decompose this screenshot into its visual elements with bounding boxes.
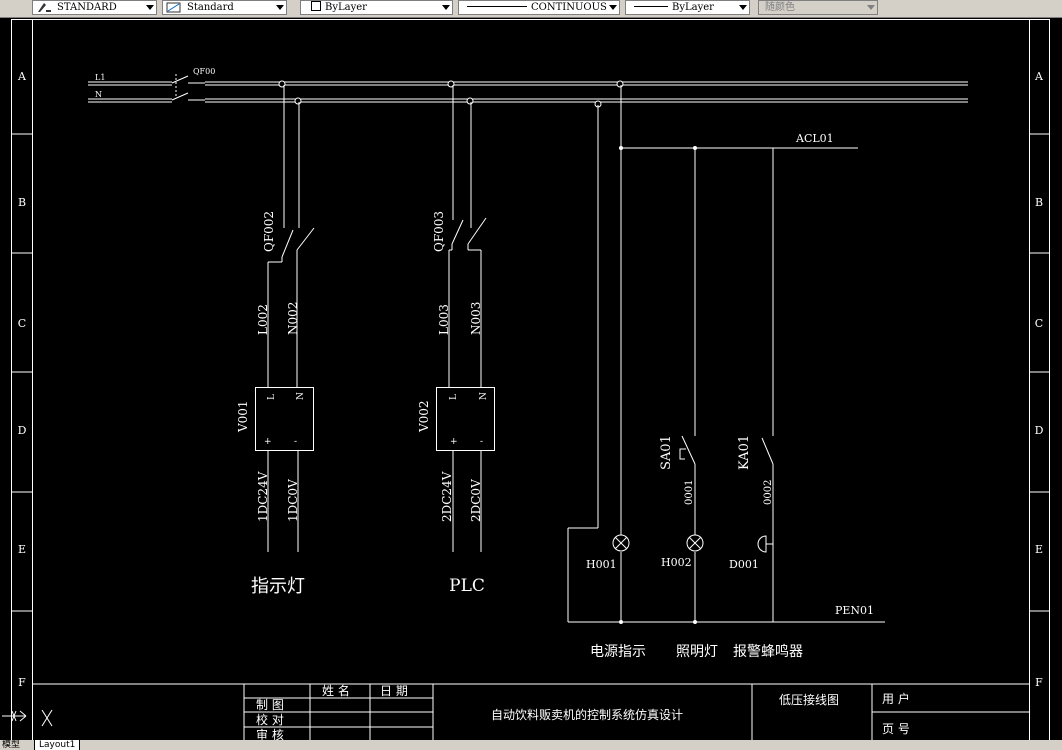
dim-style-value: Standard (187, 2, 234, 13)
tab-model[interactable]: 模型 (2, 740, 21, 750)
tb-checked: 校 对 (256, 712, 284, 727)
layer-dropdown[interactable]: ByLayer (300, 0, 453, 15)
chevron-down-icon (146, 5, 154, 10)
lineweight-sample (634, 6, 668, 7)
linetype-value: CONTINUOUS (531, 2, 607, 13)
drawing-frame (11, 19, 1050, 740)
lamp2-label: H002 (661, 556, 692, 569)
row-label-b-left: B (18, 196, 26, 209)
row-label-d-right: D (1035, 424, 1044, 437)
main-bus (88, 74, 968, 103)
layout-tabs: 模型 Layout1 (0, 740, 1062, 750)
layer-value: ByLayer (325, 2, 367, 13)
branch1-unit-label: V001 (236, 400, 250, 433)
branch2-unit-label: V002 (417, 400, 431, 433)
text-style-dropdown[interactable]: STANDARD (32, 0, 157, 15)
buzzer-label: D001 (729, 558, 759, 571)
branch2-l-label: L003 (437, 304, 451, 335)
chevron-down-icon (276, 5, 284, 10)
branch1-title: 指示灯 (251, 576, 305, 597)
chevron-down-icon (609, 5, 617, 10)
tb-project-title: 自动饮料贩卖机的控制系统仿真设计 (491, 707, 683, 722)
branch2-title: PLC (449, 576, 485, 596)
row-label-c-left: C (18, 317, 26, 330)
tb-name-header: 姓 名 (322, 683, 350, 698)
lineweight-dropdown[interactable]: ByLayer (625, 0, 750, 15)
switch2-label: KA01 (737, 435, 752, 470)
control-title-power: 电源指示 (590, 644, 646, 660)
branch2-wiring (436, 85, 495, 552)
branch1-out-pos: 1DC24V (256, 471, 270, 522)
switch1-label: SA01 (659, 435, 674, 470)
control-title-light: 照明灯 (676, 644, 718, 660)
tab-layout1[interactable]: Layout1 (34, 740, 81, 750)
branch1-unit-plus: + (264, 437, 272, 447)
row-label-f-left: F (18, 676, 26, 689)
branch2-unit-l: L (449, 394, 459, 400)
ucs-icon (2, 709, 53, 727)
branch2-n-label: N003 (469, 302, 483, 335)
lineweight-value: ByLayer (672, 2, 714, 13)
tb-reviewed: 审 核 (256, 727, 284, 740)
branch1-unit-minus: - (294, 437, 297, 447)
row-label-d-left: D (18, 424, 27, 437)
row-label-e-left: E (18, 543, 26, 556)
color-swatch-icon (311, 1, 321, 11)
branch2-unit-minus: - (480, 437, 483, 447)
tb-drawn: 制 图 (256, 698, 284, 712)
dim-style-dropdown[interactable]: Standard (162, 0, 287, 15)
branch2-out-pos: 2DC24V (440, 471, 454, 522)
branch2-out-neg: 2DC0V (469, 479, 483, 522)
row-label-b-right: B (1035, 196, 1043, 209)
row-label-a-left: A (17, 70, 27, 83)
tb-page: 页 号 (882, 722, 910, 736)
branch1-unit-n: N (296, 392, 306, 400)
row-label-f-right: F (1035, 676, 1043, 689)
tb-user: 用 户 (882, 691, 910, 706)
branch2-unit-n: N (479, 392, 489, 400)
control-wiring (567, 85, 885, 623)
color-value: 随颜色 (765, 2, 795, 13)
wire1-label: 0001 (684, 480, 695, 505)
row-label-a-right: A (1034, 70, 1044, 83)
control-dots (619, 146, 697, 624)
branch1-l-label: L002 (256, 304, 270, 335)
chevron-down-icon (867, 5, 875, 10)
bus-l1-label: L1 (95, 73, 105, 82)
acl-label: ACL01 (795, 132, 834, 145)
branch1-unit-l: L (267, 394, 277, 400)
pen-label: PEN01 (835, 604, 874, 617)
text-style-icon (38, 3, 51, 12)
tb-date-header: 日 期 (380, 684, 408, 698)
branch1-n-label: N002 (286, 302, 300, 335)
branch1-breaker-label: QF002 (262, 211, 276, 252)
branch2-unit-plus: + (450, 437, 458, 447)
control-title-buzzer: 报警蜂鸣器 (733, 643, 803, 660)
properties-toolbar: STANDARD Standard ByLayer CONTINUOUS ByL… (0, 0, 1062, 18)
chevron-down-icon (739, 5, 747, 10)
lamp1-label: H001 (586, 558, 617, 571)
chevron-down-icon (442, 5, 450, 10)
main-breaker-label: QF00 (193, 67, 215, 76)
branch2-breaker-label: QF003 (432, 211, 446, 252)
title-block (32, 683, 1030, 740)
linetype-dropdown[interactable]: CONTINUOUS (458, 0, 620, 15)
dim-style-icon (166, 2, 181, 13)
wire2-label: 0002 (763, 480, 774, 505)
branch1-out-neg: 1DC0V (286, 479, 300, 522)
color-dropdown[interactable]: 随颜色 (758, 0, 878, 15)
tb-drawing-title: 低压接线图 (779, 692, 839, 707)
branch1-wiring (255, 85, 315, 552)
linetype-sample (467, 6, 527, 7)
bus-n-label: N (95, 90, 102, 99)
row-label-e-right: E (1035, 543, 1043, 556)
text-style-value: STANDARD (57, 2, 117, 13)
row-label-c-right: C (1035, 317, 1043, 330)
